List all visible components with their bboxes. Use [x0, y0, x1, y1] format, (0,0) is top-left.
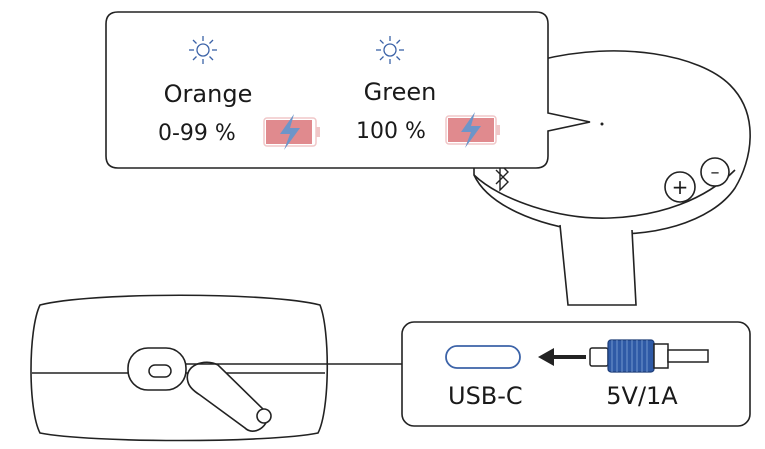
svg-text:+: + [672, 175, 689, 199]
arrow-left-icon [538, 348, 586, 366]
port-callout [401, 321, 751, 427]
status-led [600, 122, 604, 126]
led-color-orange: Orange [164, 80, 253, 108]
volume-minus-button: – [700, 157, 730, 187]
battery-charging-icon [445, 112, 500, 148]
input-spec: 5V/1A [606, 382, 678, 410]
sun-icon [189, 36, 217, 64]
percent-range-orange: 0-99 % [158, 121, 236, 146]
port-label: USB-C [448, 382, 523, 410]
svg-text:–: – [711, 162, 720, 183]
sun-icon [376, 36, 404, 64]
led-color-green: Green [364, 78, 437, 106]
usb-c-port-icon [445, 345, 521, 369]
battery-charging-icon [263, 114, 320, 150]
percent-range-green: 100 % [356, 119, 426, 144]
usb-c-port [148, 364, 172, 378]
speaker-side-view [30, 294, 329, 442]
bluetooth-icon [495, 162, 509, 192]
usb-c-plug-icon [589, 339, 709, 373]
volume-plus-button: + [664, 171, 696, 203]
